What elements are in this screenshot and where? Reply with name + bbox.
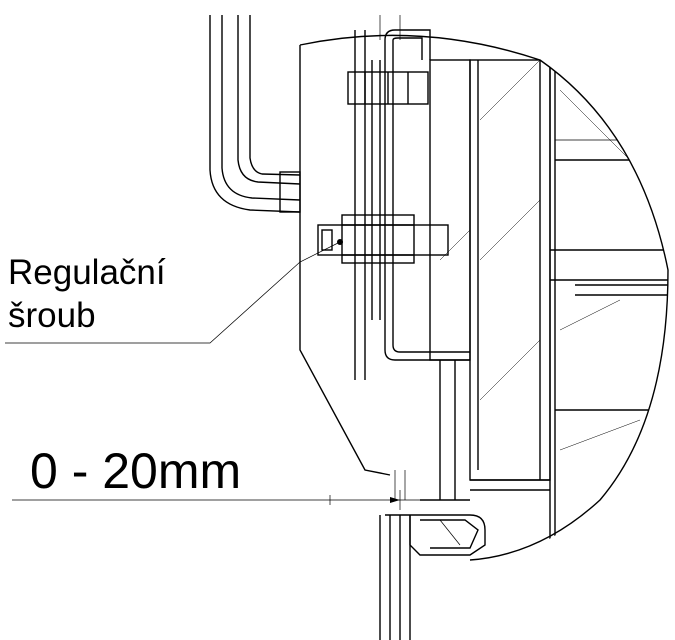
callout-leader (5, 241, 341, 344)
callout-label-line1: Regulační (8, 253, 166, 292)
dimension-label: 0 - 20mm (30, 443, 242, 499)
bottom-pipes (379, 470, 411, 640)
dimension-line (12, 490, 420, 510)
callout-label-line2: šroub (8, 296, 96, 335)
structure (420, 59, 668, 560)
detail-boundary (299, 34, 669, 561)
adjustment-screw (317, 214, 449, 264)
housing-left-edge (299, 45, 391, 476)
bottom-bracket (385, 514, 486, 556)
pipe-left (209, 15, 301, 213)
u-pipe (384, 29, 470, 361)
top-nut (347, 71, 429, 105)
